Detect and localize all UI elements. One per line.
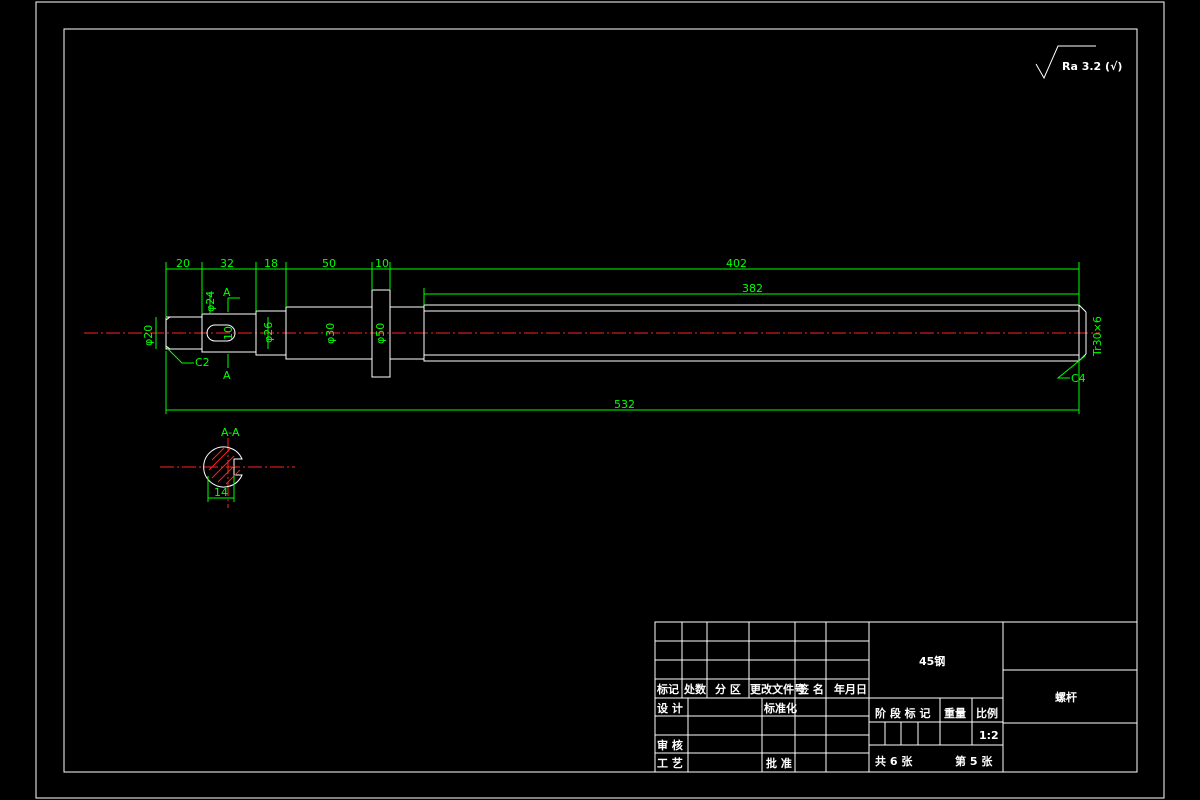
dim-18: 18 <box>264 257 278 270</box>
dim-phi30: φ30 <box>324 323 337 344</box>
part-name-label: 螺杆 <box>1055 690 1077 704</box>
roughness-label: Ra 3.2 (√) <box>1062 60 1122 73</box>
inner-border <box>63 28 1138 773</box>
scale-label: 比例 <box>976 706 998 720</box>
dim-thread: Tr30×6 <box>1091 316 1104 357</box>
dim-32: 32 <box>220 257 234 270</box>
chamfer-callouts: C2 C4 <box>165 346 1086 385</box>
chamfer-c4: C4 <box>1071 372 1086 385</box>
review-label: 审 核 <box>657 738 683 752</box>
shaft-outline <box>165 289 1087 378</box>
header-change-doc: 更改文件号 <box>750 682 805 696</box>
sheet-number: 第 5 张 <box>955 754 993 768</box>
header-zone: 分 区 <box>715 682 741 696</box>
dim-phi50: φ50 <box>374 323 387 344</box>
dim-phi24: φ24 <box>204 291 217 312</box>
dim-key-10: 10 <box>222 326 235 340</box>
overall-dimension: 532 <box>165 351 1080 414</box>
section-view-a-a: A-A 14 <box>160 426 295 508</box>
top-dimensions: 20 32 18 50 10 402 382 <box>165 257 1080 318</box>
section-mark-bottom: A <box>223 369 231 382</box>
diameter-labels: φ20 φ24 10 φ26 φ30 φ50 Tr30×6 <box>142 291 1104 357</box>
header-mark: 标记 <box>656 682 679 696</box>
outer-border <box>35 1 1165 799</box>
dim-532: 532 <box>614 398 635 411</box>
section-cut-marks: A A <box>223 286 240 382</box>
dim-10: 10 <box>375 257 389 270</box>
design-label: 设 计 <box>657 701 683 715</box>
weight-label: 重量 <box>944 706 966 720</box>
header-count: 处数 <box>683 682 707 696</box>
surface-roughness-symbol: Ra 3.2 (√) <box>1035 45 1122 80</box>
header-date: 年月日 <box>834 682 867 696</box>
dim-402: 402 <box>726 257 747 270</box>
dim-14: 14 <box>214 486 228 499</box>
dim-phi20: φ20 <box>142 325 155 346</box>
chamfer-c2: C2 <box>195 356 210 369</box>
header-signature: 签 名 <box>797 682 824 696</box>
stage-mark-label: 阶 段 标 记 <box>875 706 931 720</box>
scale-value: 1:2 <box>979 729 999 742</box>
section-title: A-A <box>221 426 240 439</box>
title-block: 45钢 螺杆 标记 处数 分 区 更改文件号 签 名 年月日 设 计 标准化 审… <box>654 621 1138 773</box>
total-sheets: 共 6 张 <box>875 754 913 768</box>
section-mark-top: A <box>223 286 231 299</box>
dim-20: 20 <box>176 257 190 270</box>
dim-50: 50 <box>322 257 336 270</box>
dim-382: 382 <box>742 282 763 295</box>
process-label: 工 艺 <box>657 756 683 770</box>
material-label: 45钢 <box>919 654 945 668</box>
dim-phi26: φ26 <box>262 322 275 343</box>
approve-label: 批 准 <box>766 756 792 770</box>
standardization-label: 标准化 <box>763 701 797 715</box>
